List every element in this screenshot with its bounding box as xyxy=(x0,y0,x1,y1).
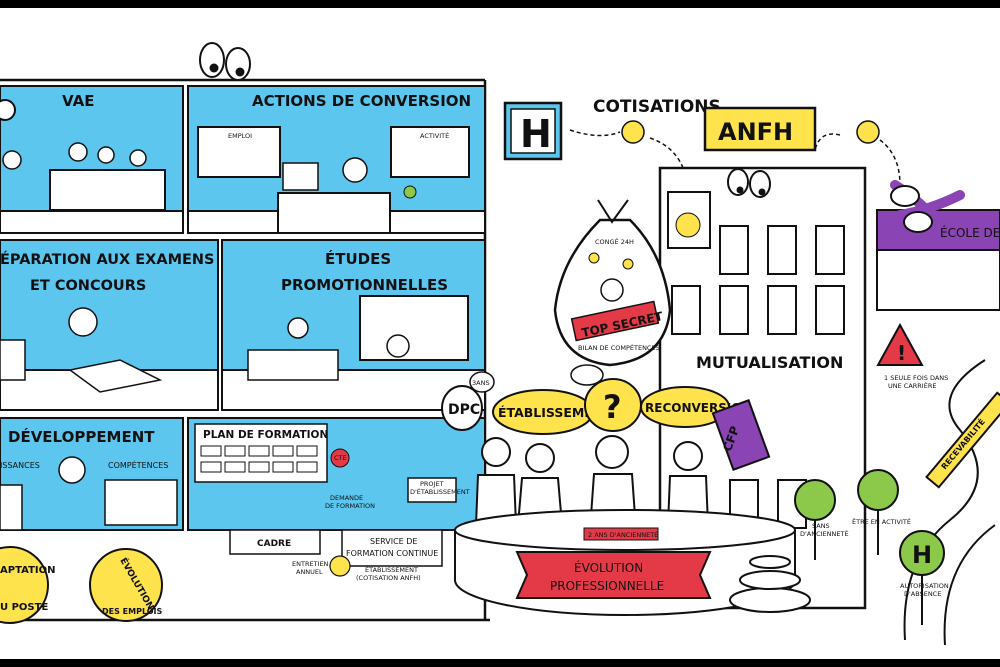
bag-bilan-label: BILAN DE COMPÉTENCES xyxy=(578,343,660,352)
entretien-label-1: ENTRETIEN xyxy=(292,560,329,568)
top-secret-bag: CONGÉ 24H TOP SECRET BILAN DE COMPÉTENCE… xyxy=(553,199,672,367)
room-developpement: DÉVELOPPEMENT ISSANCES COMPÉTENCES xyxy=(0,417,184,531)
projet-label-2: D'ÉTABLISSEMENT xyxy=(410,487,470,496)
dev-competences-label: COMPÉTENCES xyxy=(108,459,168,470)
cloud-etablissement: ÉTABLISSEMENT xyxy=(492,389,612,435)
room-label-vae: VAE xyxy=(62,92,94,110)
ecole-building: ÉCOLE DE C xyxy=(876,180,1000,311)
warning-text-2: UNE CARRIÈRE xyxy=(888,381,936,390)
podium-anciennete-label: 2 ANS D'ANCIENNETÉ xyxy=(588,530,658,539)
flow-arrow-cotisations xyxy=(569,129,621,137)
room-label-examens-2: ET CONCOURS xyxy=(30,278,146,294)
room-etudes: ÉTUDES PROMOTIONNELLES xyxy=(221,239,486,411)
cadre-label: CADRE xyxy=(257,539,291,549)
demande-label-2: DE FORMATION xyxy=(325,502,375,510)
sign-activite-label: ÊTRE EN ACTIVITÉ xyxy=(852,517,911,526)
road xyxy=(903,359,986,641)
service-label-1: SERVICE DE xyxy=(370,537,417,546)
hospital-sign: H xyxy=(503,101,563,161)
sign-autorisation-1: AUTORISATION xyxy=(900,582,949,590)
sign-sans-anciennete: SANS D'ANCIENNETÉ xyxy=(794,479,849,560)
etablissement-cotisation-1: ÉTABLISSEMENT xyxy=(365,565,418,574)
building-eyes xyxy=(199,42,251,81)
room-label-etudes-2: PROMOTIONNELLES xyxy=(281,276,448,294)
badge-adaptation-1: APTATION xyxy=(0,565,56,576)
mutualisation-label: MUTUALISATION xyxy=(696,353,843,372)
badge-adaptation-2: U POSTE xyxy=(0,602,48,613)
cte-label: CTE xyxy=(334,454,347,462)
warning-text-1: 1 SEULE FOIS DANS xyxy=(884,374,948,382)
room-vae: VAE xyxy=(0,85,184,234)
euro-coin-icon-2 xyxy=(856,120,880,144)
room-label-examens-1: ÉPARATION AUX EXAMENS xyxy=(0,251,214,268)
podium-banner-2: PROFESSIONNELLE xyxy=(550,579,664,593)
cotisations-label: COTISATIONS xyxy=(593,97,721,117)
bag-conge-label: CONGÉ 24H xyxy=(595,237,634,246)
sign-autorisation: H AUTORISATION D'ABSENCE xyxy=(899,530,949,625)
ecole-label: ÉCOLE DE C xyxy=(940,225,1000,240)
podium: 2 ANS D'ANCIENNETÉ ÉVOLUTION PROFESSIONN… xyxy=(454,509,796,616)
svg-text:H: H xyxy=(912,541,932,569)
plan-formation-title: PLAN DE FORMATION xyxy=(203,429,328,441)
entretien-label-2: ANNUEL xyxy=(296,568,323,576)
warning-sign: ! 1 SEULE FOIS DANS UNE CARRIÈRE xyxy=(876,322,948,390)
badge-evolution-2: DES EMPLOIS xyxy=(102,607,163,616)
anfh-sign-label: ANFH xyxy=(718,118,793,146)
badge-evolution: ÉVOLUTION DES EMPLOIS xyxy=(89,548,163,622)
fountain xyxy=(729,555,811,613)
cloud-question: ? xyxy=(570,364,642,432)
cloud-3ans-label: 3ANS xyxy=(472,379,490,387)
room-label-developpement: DÉVELOPPEMENT xyxy=(8,427,155,446)
cloud-etablissement-label: ÉTABLISSEMENT xyxy=(498,405,612,420)
sign-etre-activite: ÊTRE EN ACTIVITÉ xyxy=(852,469,911,555)
hospital-sign-letter: H xyxy=(520,112,552,156)
badge-adaptation: APTATION U POSTE xyxy=(0,546,56,624)
room-label-conversion: ACTIONS DE CONVERSION xyxy=(252,92,471,110)
top-border xyxy=(0,0,1000,8)
demande-label-1: DEMANDE xyxy=(330,494,363,502)
room-examens: ÉPARATION AUX EXAMENS ET CONCOURS xyxy=(0,239,219,411)
projet-label-1: PROJET xyxy=(420,480,444,488)
room-plan-formation: PLAN DE FORMATION CTE PROJET D'ÉTABLISSE… xyxy=(187,417,486,582)
cloud-dpc: DPC 3ANS xyxy=(441,371,495,431)
podium-banner-1: ÉVOLUTION xyxy=(574,560,643,575)
cfp-book: CFP xyxy=(711,399,771,471)
cloud-question-label: ? xyxy=(603,388,622,426)
svg-text:!: ! xyxy=(897,341,906,365)
room-conversion: ACTIONS DE CONVERSION EMPLOI ACTIVITÉ xyxy=(187,85,486,234)
sign-autorisation-2: D'ABSENCE xyxy=(904,590,941,598)
sign-sans-2: D'ANCIENNETÉ xyxy=(800,529,849,538)
sign-sans-1: SANS xyxy=(812,522,830,530)
dev-connaissances-label: ISSANCES xyxy=(0,461,40,470)
conversion-emploi-label: EMPLOI xyxy=(228,132,252,140)
cloud-reconversion: RECONVERSION xyxy=(640,386,752,428)
room-label-etudes-1: ÉTUDES xyxy=(325,249,391,268)
conversion-activite-label: ACTIVITÉ xyxy=(420,131,449,140)
cloud-dpc-label: DPC xyxy=(448,402,480,418)
bottom-border xyxy=(0,659,1000,667)
euro-coin-icon xyxy=(621,120,645,144)
service-label-2: FORMATION CONTINUE xyxy=(346,549,438,558)
etablissement-cotisation-2: (COTISATION ANFH) xyxy=(356,574,421,582)
